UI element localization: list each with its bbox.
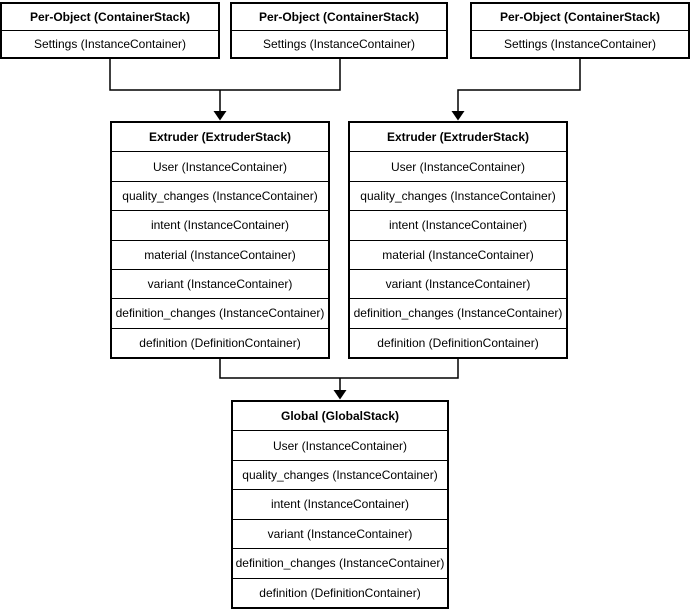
global-stack-row-variant: variant (InstanceContainer) <box>233 518 447 549</box>
extruder-stack-2-row-definition: definition (DefinitionContainer) <box>350 327 566 357</box>
connector-perobject3-to-extruder2 <box>457 59 581 112</box>
extruder-stack-1-row-intent: intent (InstanceContainer) <box>112 210 328 240</box>
global-stack: Global (GlobalStack) User (InstanceConta… <box>231 400 449 609</box>
per-object-stack-2-title: Per-Object (ContainerStack) <box>232 4 446 30</box>
connector-perobject12-to-extruder1 <box>109 59 341 91</box>
global-stack-row-user: User (InstanceContainer) <box>233 430 447 460</box>
extruder-stack-2-title: Extruder (ExtruderStack) <box>350 123 566 152</box>
per-object-stack-3: Per-Object (ContainerStack) Settings (In… <box>470 2 690 59</box>
per-object-stack-1-row-settings: Settings (InstanceContainer) <box>2 30 218 57</box>
extruder-stack-2-row-definition-changes: definition_changes (InstanceContainer) <box>350 298 566 328</box>
per-object-stack-3-row-settings: Settings (InstanceContainer) <box>472 30 688 57</box>
connector-extruders-to-global <box>219 359 459 379</box>
global-stack-row-definition-changes: definition_changes (InstanceContainer) <box>233 548 447 578</box>
per-object-stack-2-row-settings: Settings (InstanceContainer) <box>232 30 446 57</box>
extruder-stack-1-title: Extruder (ExtruderStack) <box>112 123 328 152</box>
per-object-stack-1: Per-Object (ContainerStack) Settings (In… <box>0 2 220 59</box>
arrowhead-into-extruder2 <box>451 111 465 121</box>
extruder-stack-2-row-material: material (InstanceContainer) <box>350 239 566 269</box>
arrowhead-into-extruder1 <box>213 111 227 121</box>
global-stack-row-definition: definition (DefinitionContainer) <box>233 577 447 607</box>
arrowhead-into-global <box>333 390 347 400</box>
extruder-stack-2-row-intent: intent (InstanceContainer) <box>350 210 566 240</box>
per-object-stack-1-title: Per-Object (ContainerStack) <box>2 4 218 30</box>
global-stack-title: Global (GlobalStack) <box>233 402 447 431</box>
global-stack-row-intent: intent (InstanceContainer) <box>233 489 447 519</box>
extruder-stack-1-row-quality-changes: quality_changes (InstanceContainer) <box>112 180 328 211</box>
extruder-stack-2-row-quality-changes: quality_changes (InstanceContainer) <box>350 180 566 211</box>
extruder-stack-1-row-definition: definition (DefinitionContainer) <box>112 327 328 357</box>
extruder-stack-1: Extruder (ExtruderStack) User (InstanceC… <box>110 121 330 359</box>
extruder-stack-1-row-definition-changes: definition_changes (InstanceContainer) <box>112 298 328 328</box>
extruder-stack-2-row-variant: variant (InstanceContainer) <box>350 268 566 299</box>
extruder-stack-1-row-user: User (InstanceContainer) <box>112 151 328 181</box>
per-object-stack-3-title: Per-Object (ContainerStack) <box>472 4 688 30</box>
extruder-stack-2: Extruder (ExtruderStack) User (InstanceC… <box>348 121 568 359</box>
per-object-stack-2: Per-Object (ContainerStack) Settings (In… <box>230 2 448 59</box>
extruder-stack-1-row-material: material (InstanceContainer) <box>112 239 328 269</box>
global-stack-row-quality-changes: quality_changes (InstanceContainer) <box>233 459 447 490</box>
extruder-stack-2-row-user: User (InstanceContainer) <box>350 151 566 181</box>
extruder-stack-1-row-variant: variant (InstanceContainer) <box>112 268 328 299</box>
